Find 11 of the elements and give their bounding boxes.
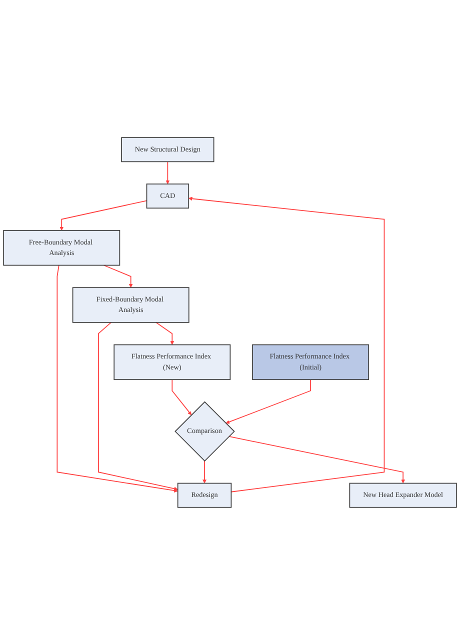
arrow	[56, 264, 178, 492]
arrow	[103, 264, 133, 288]
arrow	[98, 322, 178, 490]
arrow	[202, 460, 206, 483]
arrow	[226, 378, 311, 424]
arrow	[60, 200, 148, 230]
arrow	[172, 378, 192, 415]
arrow	[188, 196, 385, 492]
arrow	[228, 436, 406, 483]
arrow	[156, 322, 174, 344]
arrow	[166, 160, 170, 184]
